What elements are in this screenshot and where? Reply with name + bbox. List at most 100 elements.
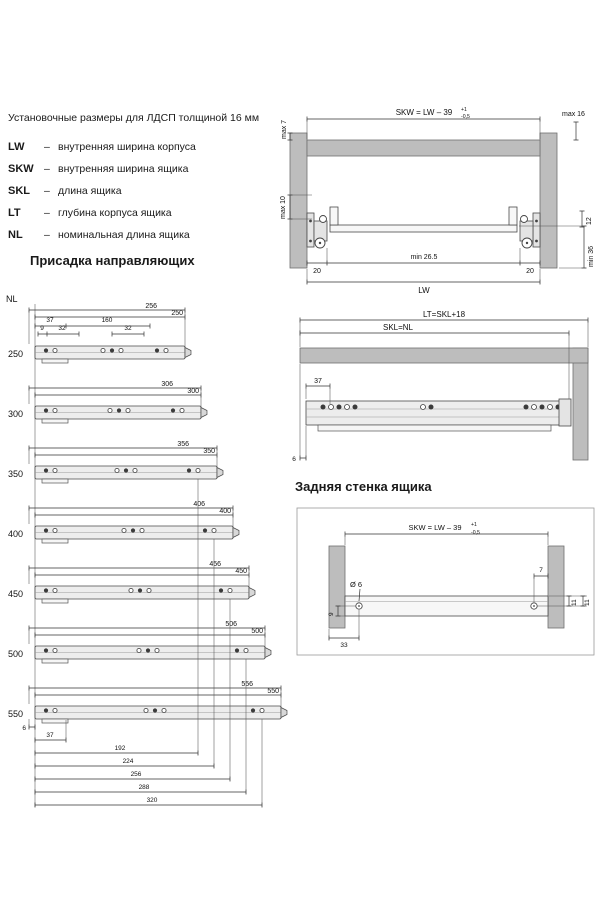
skw-formula-back: SKW = LW – 39 [408, 523, 461, 532]
dim-12: 12 [586, 217, 593, 225]
front-hole-dims: 37 160 9 32 32 [34, 317, 151, 337]
dim-outer: 406 [193, 501, 205, 508]
legend-dash: – [44, 229, 50, 241]
rear-hook [280, 706, 288, 719]
back-dimensions: SKW = LW – 39 +1 -0,5 Ø 6 7 11 11 9 33 [328, 522, 591, 649]
dim-outer: 256 [145, 303, 157, 310]
dim-37: 37 [46, 317, 54, 324]
dim-32b: 32 [124, 325, 132, 332]
bottom-dims: 6 37 192 224 256 288 320 [22, 479, 263, 808]
rail-row-500: 506 500 500 [8, 621, 272, 664]
right-drawer-side [547, 545, 565, 629]
intro-text: Установочные размеры для ЛДСП толщиной 1… [8, 112, 260, 124]
skl-formula: SKL=NL [383, 323, 414, 332]
legend: LW – внутренняя ширина корпуса SKW – вну… [8, 136, 196, 246]
legend-row-lt: LT – глубина корпуса ящика [8, 202, 196, 224]
legend-row-lw: LW – внутренняя ширина корпуса [8, 136, 196, 158]
legend-term: SKW [8, 163, 34, 175]
front-bracket [41, 598, 69, 604]
nl-value: 450 [8, 589, 23, 599]
dim-inner: 450 [235, 568, 247, 575]
dim-inner: 300 [187, 388, 199, 395]
nl-axis-label: NL [6, 294, 18, 304]
dim-256: 256 [131, 771, 142, 778]
dim-11a: 11 [571, 599, 578, 606]
dim-inner: 550 [267, 688, 279, 695]
front-bracket [41, 418, 69, 424]
front-bracket [41, 718, 69, 724]
rear-hook [200, 406, 208, 419]
dim-lw: LW [418, 286, 430, 295]
rail-rows: 2562502503063003003563503504064004004564… [8, 303, 288, 724]
dim-outer: 306 [161, 381, 173, 388]
dim-inner: 500 [251, 628, 263, 635]
legend-dash: – [44, 207, 50, 219]
rear-hook [264, 646, 272, 659]
dim-outer: 356 [177, 441, 189, 448]
dim-320: 320 [147, 797, 158, 804]
back-wall-board [344, 595, 549, 617]
skw-tol-minus: -0,5 [461, 114, 470, 120]
front-bracket [41, 358, 69, 364]
dim-max10: max 10 [280, 196, 287, 219]
back-section-title: Задняя стенка ящика [295, 479, 432, 494]
nl-value: 500 [8, 649, 23, 659]
dim-max7: max 7 [281, 120, 288, 139]
side-dimensions: LT=SKL+18 SKL=NL 37 6 [292, 310, 589, 463]
dim-20-left: 20 [313, 268, 321, 275]
back-panel [572, 347, 589, 461]
dim-9: 9 [40, 325, 44, 332]
side-section-diagram: LT=SKL+18 SKL=NL 37 6 [292, 310, 589, 463]
skw-formula: SKW = LW – 39 [396, 108, 453, 117]
dim-11b: 11 [584, 599, 591, 606]
skw-tol-plus-back: +1 [471, 522, 477, 528]
drawer-bottom [329, 224, 518, 233]
rear-hook [216, 466, 224, 479]
dim-outer: 506 [225, 621, 237, 628]
rear-hook [232, 526, 240, 539]
dim-9-back: 9 [328, 612, 335, 616]
dim-inner: 350 [203, 448, 215, 455]
legend-desc: внутренняя ширина корпуса [58, 141, 196, 153]
left-drawer-side [328, 545, 346, 629]
dim-33: 33 [340, 642, 348, 649]
rail-row-250: 256 250 250 [8, 303, 192, 364]
legend-desc: глубина корпуса ящика [58, 207, 172, 219]
dim-min36: min 36 [588, 246, 595, 267]
dim-inner: 250 [171, 310, 183, 317]
nl-value: 250 [8, 349, 23, 359]
legend-row-skl: SKL – длина ящика [8, 180, 196, 202]
dim-288: 288 [139, 784, 150, 791]
legend-dash: – [44, 141, 50, 153]
rail-row-350: 356 350 350 [8, 441, 224, 484]
legend-term: NL [8, 229, 23, 241]
left-slide-assembly [306, 206, 339, 249]
front-section-diagram: SKW = LW – 39 +1 -0,5 max 7 max 16 max 1… [280, 107, 595, 295]
dim-37-side: 37 [314, 378, 322, 385]
rear-hook [248, 586, 256, 599]
legend-row-skw: SKW – внутренняя ширина ящика [8, 158, 196, 180]
dim-6: 6 [22, 725, 26, 732]
dim-outer: 456 [209, 561, 221, 568]
dim-min26-5: min 26.5 [411, 254, 438, 261]
lt-formula: LT=SKL+18 [423, 310, 466, 319]
dim-224: 224 [123, 758, 134, 765]
rails-drilling-diagram: NL 37 160 9 32 32 2562502503063003003563… [6, 294, 288, 808]
left-side-panel [289, 132, 308, 269]
dim-6-side: 6 [292, 456, 296, 463]
front-bracket [41, 538, 69, 544]
rails-section-title: Присадка направляющих [30, 253, 195, 268]
nl-value: 350 [8, 469, 23, 479]
dim-32a: 32 [58, 325, 66, 332]
nl-value: 550 [8, 709, 23, 719]
legend-desc: номинальная длина ящика [58, 229, 190, 241]
dim-37-bottom: 37 [46, 732, 54, 739]
front-bracket [41, 658, 69, 664]
legend-dash: – [44, 185, 50, 197]
slide-side-view [305, 398, 572, 432]
legend-term: LT [8, 207, 21, 219]
rear-hook [184, 346, 192, 359]
legend-row-nl: NL – номинальная длина ящика [8, 224, 196, 246]
